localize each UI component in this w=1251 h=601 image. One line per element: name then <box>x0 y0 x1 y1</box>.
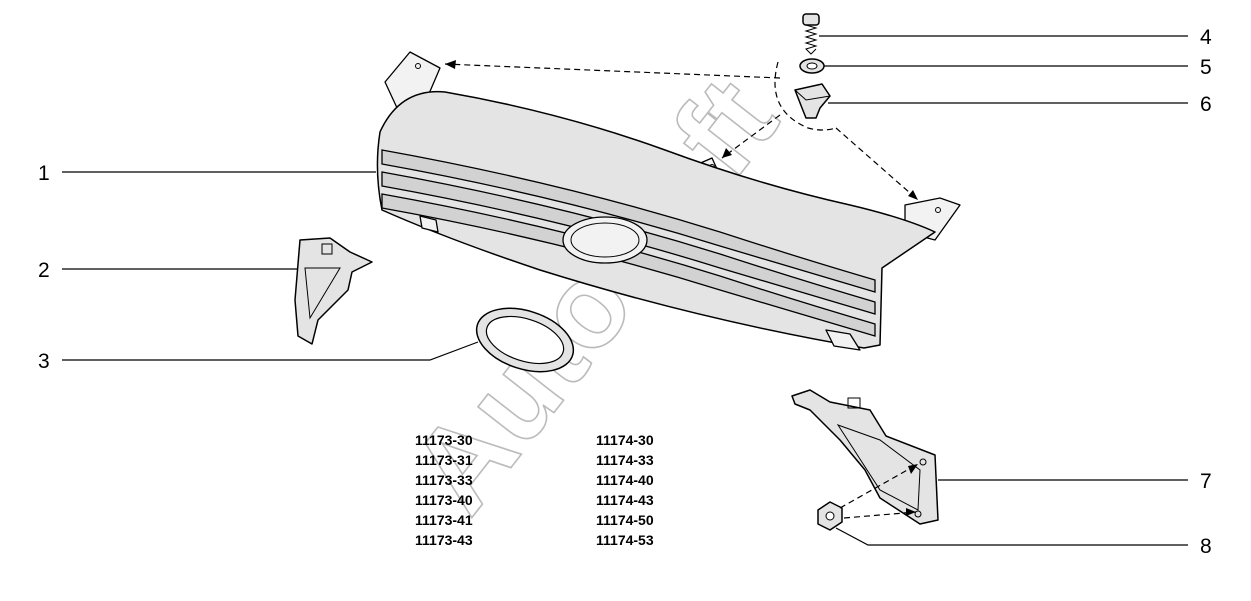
model-codes-left: 11173-30 11173-31 11173-33 11173-40 1117… <box>415 432 473 548</box>
emblem-ring-inner <box>485 315 565 365</box>
right-bracket-rib <box>836 424 921 511</box>
model-code: 11173-40 <box>415 492 473 508</box>
grille-part-1 <box>376 51 961 351</box>
assembly-line-center <box>721 114 781 159</box>
assembly-arc <box>774 61 837 131</box>
assembly-line-nut-bottom <box>843 511 917 519</box>
model-code: 11174-53 <box>596 532 654 548</box>
grille-emblem-inner <box>570 222 640 258</box>
callout-6: 6 <box>1200 93 1212 116</box>
arrowhead-bracket-top <box>908 464 918 474</box>
clip-edge <box>794 89 831 101</box>
washer-part-5 <box>799 58 825 74</box>
assembly-lines <box>444 60 919 519</box>
grille-lower-clip-right <box>825 329 861 351</box>
screw-head <box>802 13 820 26</box>
grille-right-tab-hole <box>935 207 941 213</box>
model-code: 11174-50 <box>596 512 654 528</box>
callout-numbers: 1 2 3 4 5 6 7 8 <box>38 26 1212 558</box>
right-bracket-hole-top <box>919 458 927 466</box>
washer-inner <box>806 62 818 70</box>
model-code: 11173-43 <box>415 532 473 548</box>
callout-7: 7 <box>1200 470 1212 493</box>
nut-hole <box>825 511 835 521</box>
leader-lines <box>62 35 1188 546</box>
right-bracket-slot <box>847 397 861 409</box>
model-code: 11173-33 <box>415 472 473 488</box>
model-code: 11173-30 <box>415 432 473 448</box>
bracket-part-7 <box>791 389 939 525</box>
emblem-part-3 <box>475 307 575 373</box>
clip-body <box>794 83 831 119</box>
right-bracket-body <box>791 389 939 525</box>
model-code: 11174-43 <box>596 492 654 508</box>
screw-part-4 <box>802 13 820 55</box>
callout-8: 8 <box>1200 535 1212 558</box>
model-code: 11174-33 <box>596 452 654 468</box>
arrowhead-right-tab <box>908 190 918 200</box>
nut-part-8 <box>817 501 843 531</box>
callout-1: 1 <box>38 162 50 185</box>
clip-part-6 <box>794 83 831 119</box>
left-bracket-body <box>294 237 373 345</box>
assembly-line-top <box>444 63 781 79</box>
bracket-part-2 <box>294 237 373 345</box>
arrowhead-bracket-bottom <box>906 508 916 516</box>
leader-8 <box>835 527 1188 546</box>
model-code: 11173-31 <box>415 452 473 468</box>
grille-slat-2 <box>381 171 876 315</box>
left-bracket-rib <box>304 267 341 320</box>
arrowhead-center-tab <box>722 148 732 158</box>
left-bracket-slot <box>321 243 333 255</box>
model-codes-right: 11174-30 11174-33 11174-40 11174-43 1117… <box>596 432 654 548</box>
grille-emblem <box>562 216 648 264</box>
assembly-line-nut-top <box>839 463 919 509</box>
model-code: 11173-41 <box>415 512 473 528</box>
assembly-line-right <box>835 127 919 201</box>
callout-3: 3 <box>38 350 50 373</box>
model-code: 11174-40 <box>596 472 654 488</box>
callout-4: 4 <box>1200 26 1212 49</box>
grille-lower-clip-left <box>419 215 439 233</box>
model-code: 11174-30 <box>596 432 654 448</box>
callout-5: 5 <box>1200 56 1212 79</box>
grille-left-tab-hole <box>415 63 421 69</box>
callout-2: 2 <box>38 259 50 282</box>
screw-thread <box>804 24 818 55</box>
leader-3 <box>62 341 479 361</box>
grille-slat-1 <box>381 149 876 293</box>
arrowhead-left-tab <box>445 60 456 69</box>
right-bracket-hole-bottom <box>914 510 922 518</box>
